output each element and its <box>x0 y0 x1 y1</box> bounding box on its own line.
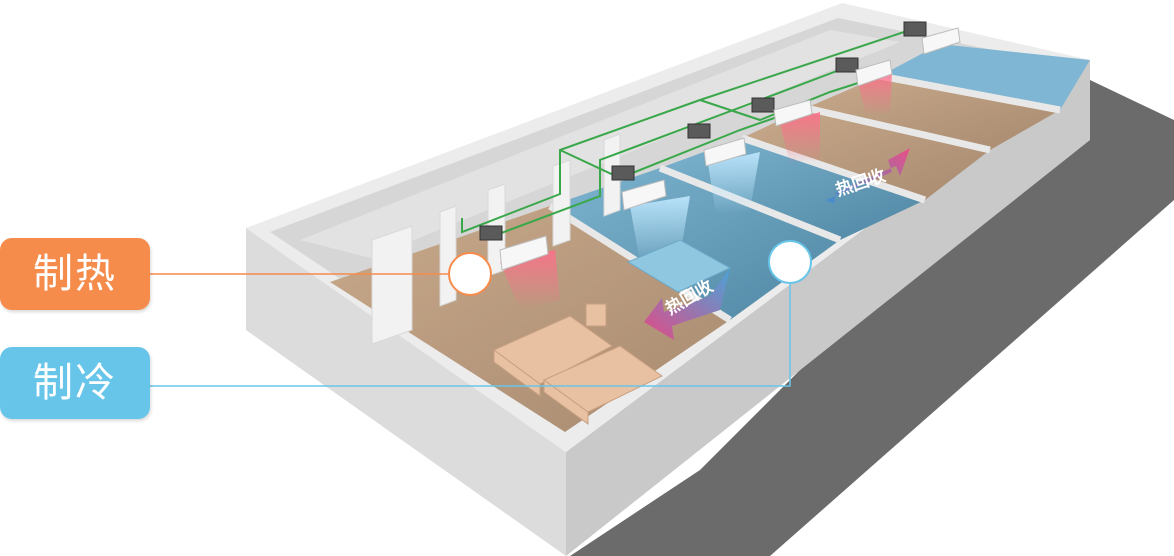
wall-mounted-ac-unit-icon <box>703 137 747 167</box>
wall-mounted-ac-unit-icon <box>621 179 667 211</box>
cooling-label: 制冷 <box>33 360 117 406</box>
room-cool-3-floor <box>880 44 1090 110</box>
cooling-callout-line <box>150 262 791 387</box>
ceiling-units <box>479 21 927 241</box>
ceiling-heat-pump-unit-icon <box>751 97 775 113</box>
ceiling-heat-pump-unit-icon <box>903 21 927 37</box>
heating-marker <box>448 252 492 296</box>
ceiling-heat-pump-unit-icon <box>687 123 711 139</box>
indoor-units <box>499 27 961 271</box>
wall-mounted-ac-unit-icon <box>773 99 813 127</box>
slab-front-face <box>566 60 1090 556</box>
wall-mounted-ac-unit-icon <box>499 235 549 271</box>
heating-label: 制热 <box>33 251 117 297</box>
heating-badge: 制热 <box>0 238 150 310</box>
refrigerant-pipes <box>461 29 911 239</box>
cooling-marker <box>768 240 812 284</box>
room-cool-1-floor <box>550 168 840 320</box>
wall-mounted-ac-unit-icon <box>855 59 893 87</box>
corridor-floor <box>300 30 900 258</box>
heat-recovery-arrow-icon <box>644 268 730 340</box>
slab-left-face <box>246 228 566 556</box>
ceiling-heat-pump-unit-icon <box>479 225 503 241</box>
ceiling-heat-pump-unit-icon <box>835 57 859 73</box>
bed-icon <box>493 303 663 425</box>
heat-recovery-arrow-icon <box>826 148 910 204</box>
cooling-badge: 制冷 <box>0 347 150 419</box>
ceiling-heat-pump-unit-icon <box>611 165 635 181</box>
wall-mounted-ac-unit-icon <box>921 27 961 55</box>
ground-shadow <box>570 80 1174 556</box>
